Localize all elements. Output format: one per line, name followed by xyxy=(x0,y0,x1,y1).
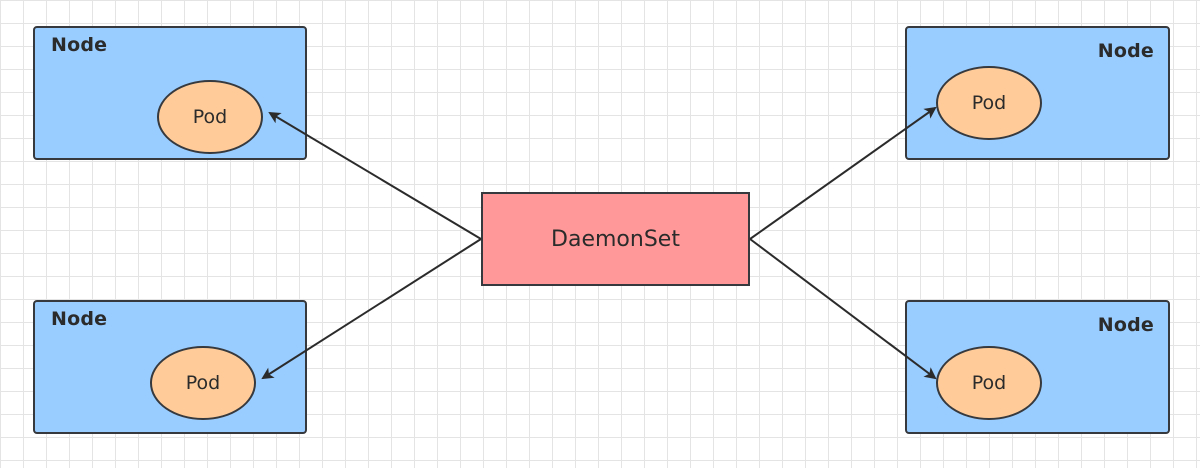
pod-top-left[interactable]: Pod xyxy=(157,80,263,154)
pod-label: Pod xyxy=(971,92,1007,114)
pod-label: Pod xyxy=(192,106,228,128)
node-label: Node xyxy=(51,34,108,56)
node-top-left[interactable]: Node Pod xyxy=(33,26,307,160)
daemonset-label: DaemonSet xyxy=(551,226,680,252)
pod-bottom-left[interactable]: Pod xyxy=(150,346,256,420)
pod-label: Pod xyxy=(185,372,221,394)
node-label: Node xyxy=(1097,314,1154,336)
node-label: Node xyxy=(51,308,108,330)
node-top-right[interactable]: Node Pod xyxy=(905,26,1170,160)
node-label: Node xyxy=(1097,40,1154,62)
node-bottom-left[interactable]: Node Pod xyxy=(33,300,307,434)
daemonset-box[interactable]: DaemonSet xyxy=(481,192,750,286)
pod-bottom-right[interactable]: Pod xyxy=(936,346,1042,420)
node-bottom-right[interactable]: Node Pod xyxy=(905,300,1170,434)
pod-label: Pod xyxy=(971,372,1007,394)
pod-top-right[interactable]: Pod xyxy=(936,66,1042,140)
